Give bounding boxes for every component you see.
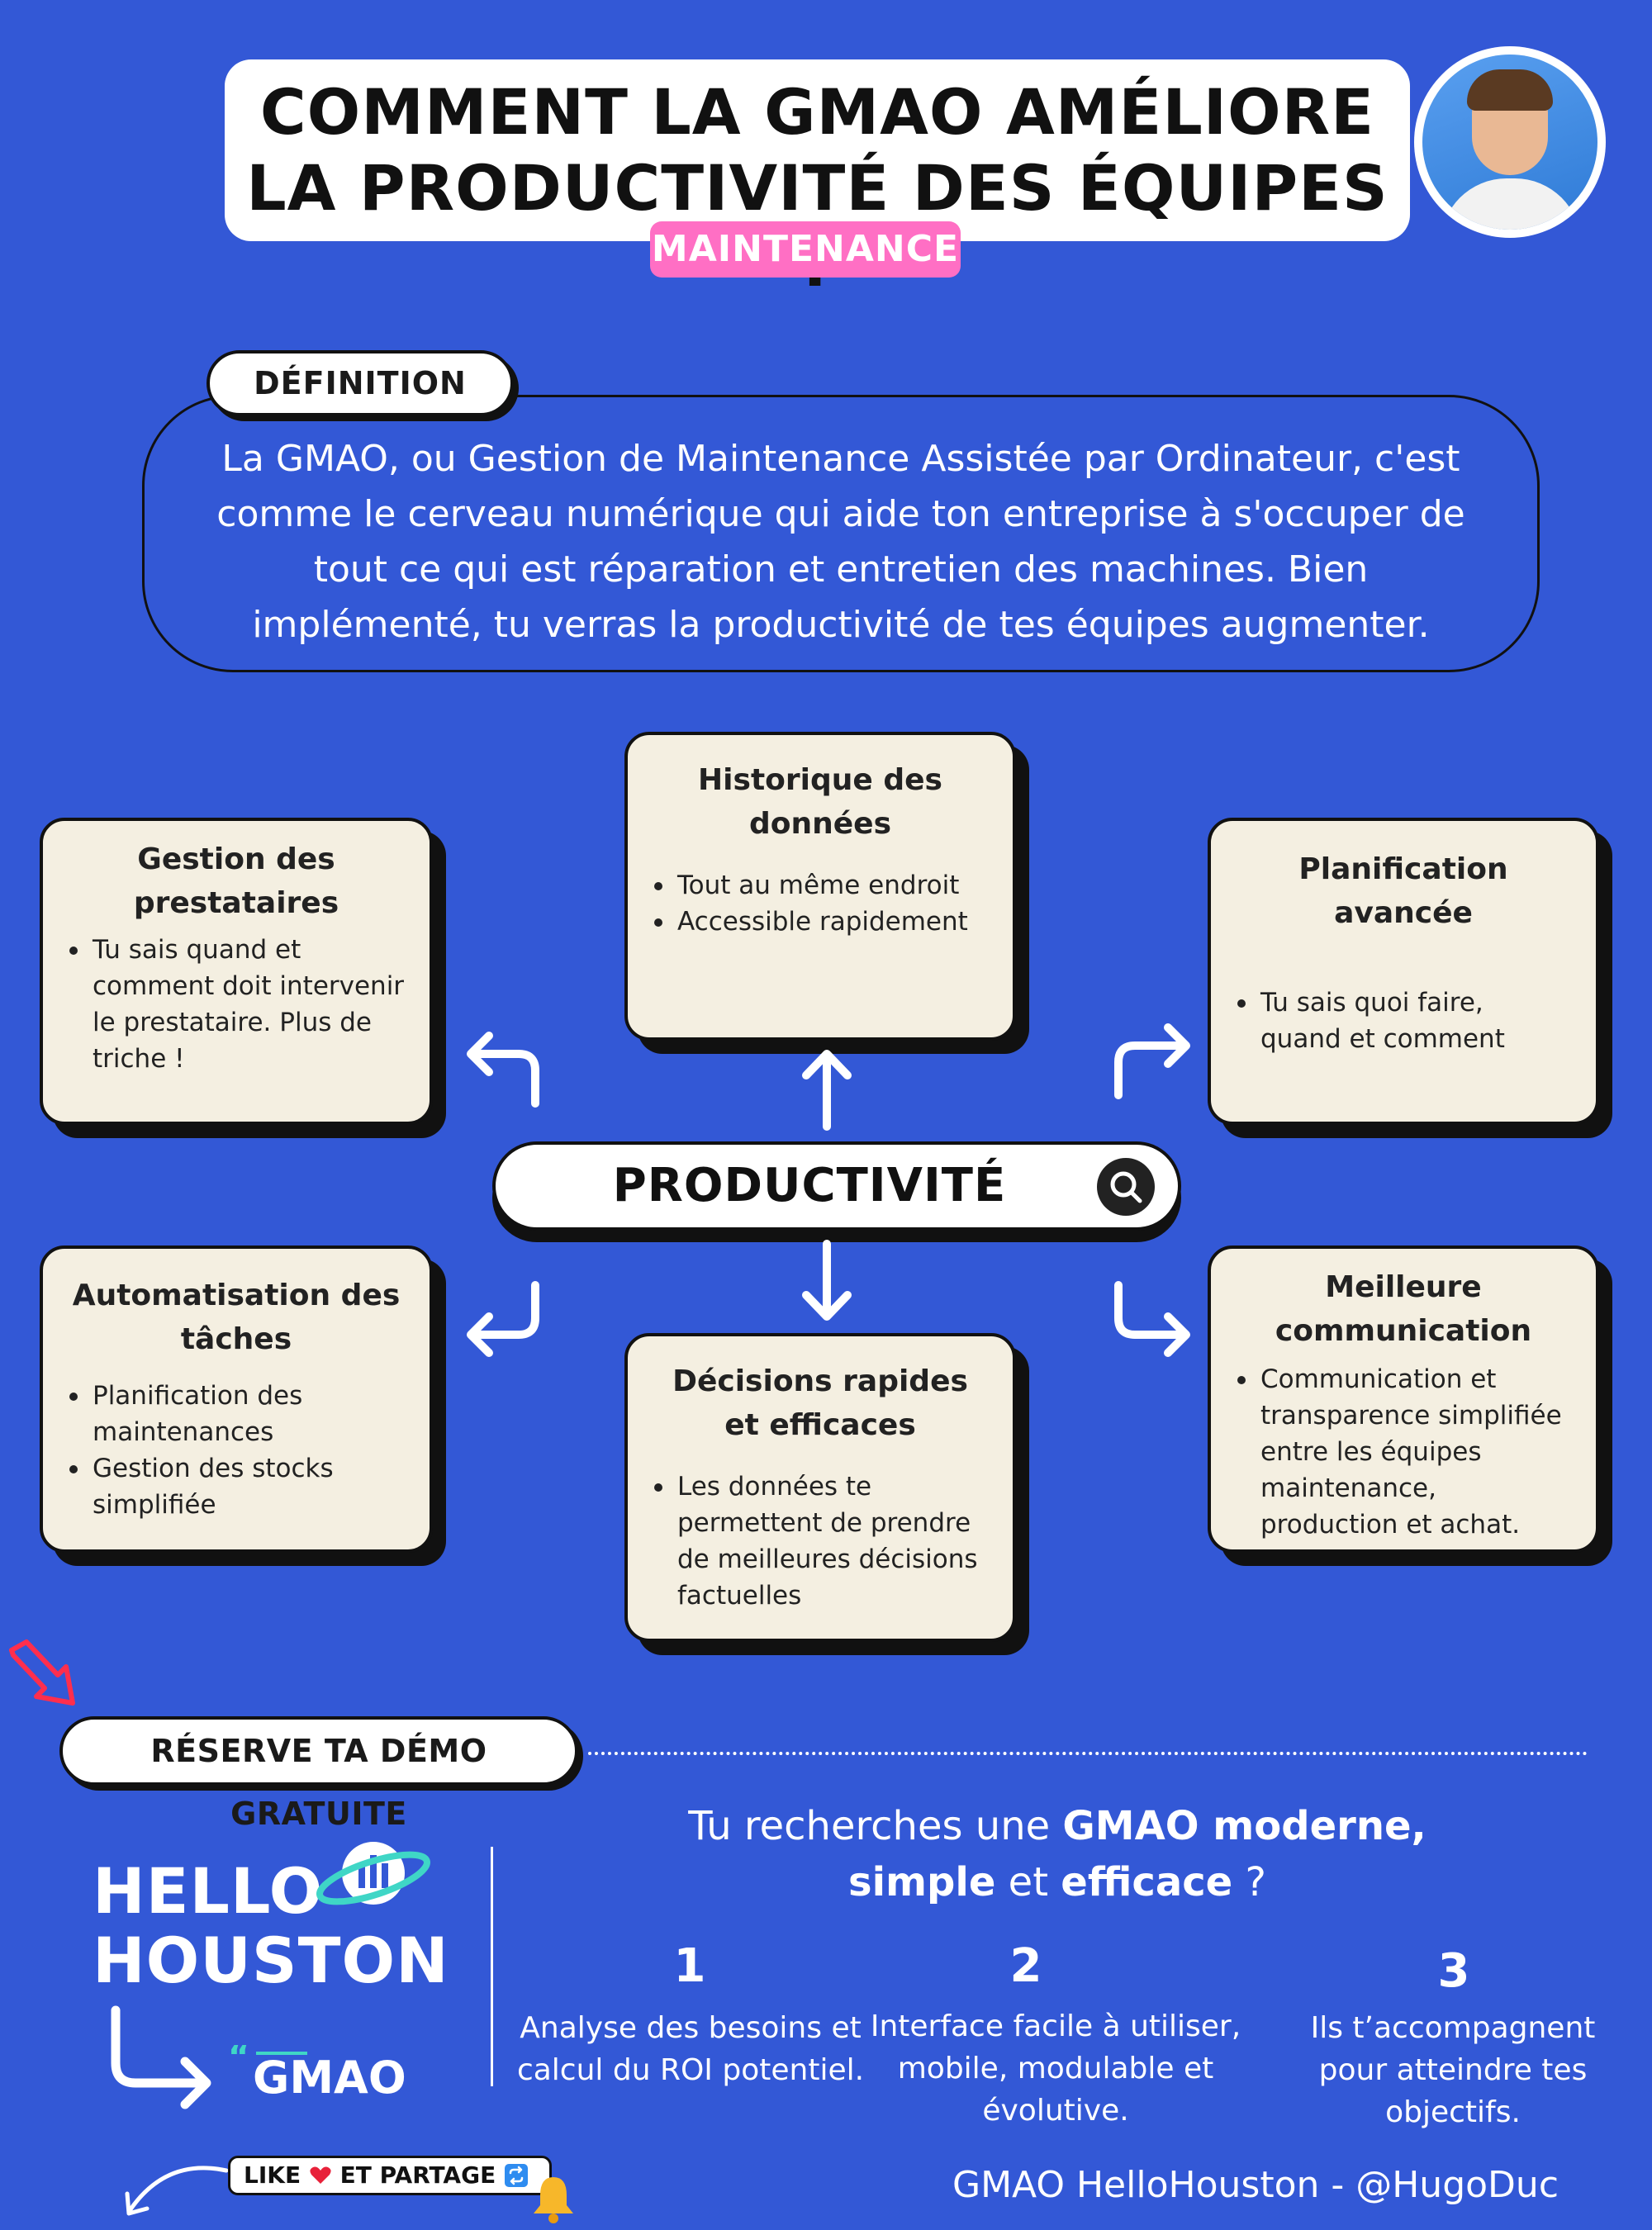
search-icon <box>1097 1158 1155 1216</box>
card-prestataires: Gestion des prestataires Tu sais quand e… <box>40 818 433 1125</box>
card-title: Historique des données <box>698 763 942 841</box>
cta-text-bold: efficace <box>1061 1859 1233 1905</box>
cta-text: ? <box>1232 1859 1266 1905</box>
arrow-up-icon <box>802 1050 852 1131</box>
productivity-label: PRODUCTIVITÉ <box>612 1159 1007 1212</box>
card-title: Automatisation des tâches <box>72 1279 401 1356</box>
title-line-1: COMMENT LA GMAO AMÉLIORE <box>259 75 1375 149</box>
repost-icon <box>504 2164 528 2187</box>
cta-text: et <box>995 1859 1061 1905</box>
neon-arrow-icon <box>9 1639 75 1706</box>
arrow-up-right-icon <box>1114 1023 1190 1099</box>
avatar <box>1414 46 1606 238</box>
card-bullet: Tu sais quand et comment doit intervenir… <box>68 932 405 1077</box>
definition-label: DÉFINITION <box>206 350 514 416</box>
arrow-down-left-icon <box>467 1281 539 1357</box>
card-bullet: Tu sais quoi faire, quand et comment <box>1236 985 1571 1057</box>
card-title: Planification avancée <box>1298 852 1508 930</box>
card-bullet: Gestion des stocks simplifiée <box>68 1450 405 1523</box>
cta-text-bold: simple <box>848 1859 996 1905</box>
productivity-searchbar: PRODUCTIVITÉ <box>492 1141 1181 1231</box>
card-bullet: Les données te permettent de prendre de … <box>653 1468 988 1614</box>
cta-text: Tu recherches une <box>688 1803 1063 1849</box>
bell-icon <box>534 2177 573 2223</box>
like-share-pill[interactable]: LIKE ET PARTAGE <box>228 2156 552 2195</box>
card-bullet: Accessible rapidement <box>653 904 988 940</box>
quote-icon: “ <box>228 2045 307 2070</box>
arrow-down-icon <box>802 1240 852 1321</box>
maintenance-tag: MAINTENANCE <box>650 221 961 278</box>
vertical-divider <box>491 1847 493 2086</box>
curved-arrow-icon <box>125 2166 229 2216</box>
brand-hello: HELLO <box>93 1854 324 1928</box>
step-number-2: 2 <box>1009 1939 1042 1993</box>
heart-icon <box>310 2166 331 2184</box>
card-bullet: Communication et transparence simplifiée… <box>1236 1361 1571 1543</box>
definition-box: La GMAO, ou Gestion de Maintenance Assis… <box>142 395 1540 672</box>
arrow-up-left-icon <box>467 1032 539 1108</box>
card-bullet: Tout au même endroit <box>653 867 988 904</box>
card-bullet: Planification des maintenances <box>68 1378 405 1450</box>
card-planification: Planification avancée Tu sais quoi faire… <box>1208 818 1599 1125</box>
step-text-2: Interface facile à utiliser, mobile, mod… <box>870 2009 1241 2128</box>
card-title: Décisions rapides et efficaces <box>672 1364 968 1442</box>
card-title: Gestion des prestataires <box>133 842 339 920</box>
step-number-1: 1 <box>673 1939 706 1993</box>
dotted-divider <box>588 1752 1588 1755</box>
brand-logo-icon <box>316 1842 430 1905</box>
card-historique: Historique des données Tout au même endr… <box>624 732 1016 1041</box>
step-number-3: 3 <box>1437 1944 1470 1998</box>
card-decisions: Décisions rapides et efficaces Les donné… <box>624 1333 1016 1642</box>
card-title: Meilleure communication <box>1275 1270 1532 1348</box>
card-communication: Meilleure communication Communication et… <box>1208 1245 1599 1553</box>
brand-gmao: GMAO <box>253 2052 406 2104</box>
cta-text-bold: GMAO moderne, <box>1062 1803 1427 1849</box>
card-automatisation: Automatisation des tâches Planification … <box>40 1245 433 1553</box>
title-box: COMMENT LA GMAO AMÉLIORE LA PRODUCTIVITÉ… <box>225 59 1410 301</box>
brand-arrow-icon <box>111 2005 211 2109</box>
cta-line-2: simple et efficace ? <box>529 1855 1586 1910</box>
svg-text:“: “ <box>228 2045 249 2070</box>
like-text: LIKE <box>244 2161 301 2189</box>
arrow-down-right-icon <box>1114 1281 1190 1357</box>
step-text-3: Ils t’accompagnent pour atteindre tes ob… <box>1310 2011 1596 2129</box>
footer-credit: GMAO HelloHouston - @HugoDuc <box>952 2164 1559 2206</box>
brand-houston: HOUSTON <box>93 1924 449 1997</box>
definition-text: La GMAO, ou Gestion de Maintenance Assis… <box>216 438 1465 646</box>
step-text-1: Analyse des besoins et calcul du ROI pot… <box>516 2011 865 2087</box>
reserve-demo-label[interactable]: RÉSERVE TA DÉMO GRATUITE <box>59 1716 578 1832</box>
cta-line-1: Tu recherches une GMAO moderne, <box>529 1799 1586 1853</box>
share-text: ET PARTAGE <box>339 2161 496 2189</box>
